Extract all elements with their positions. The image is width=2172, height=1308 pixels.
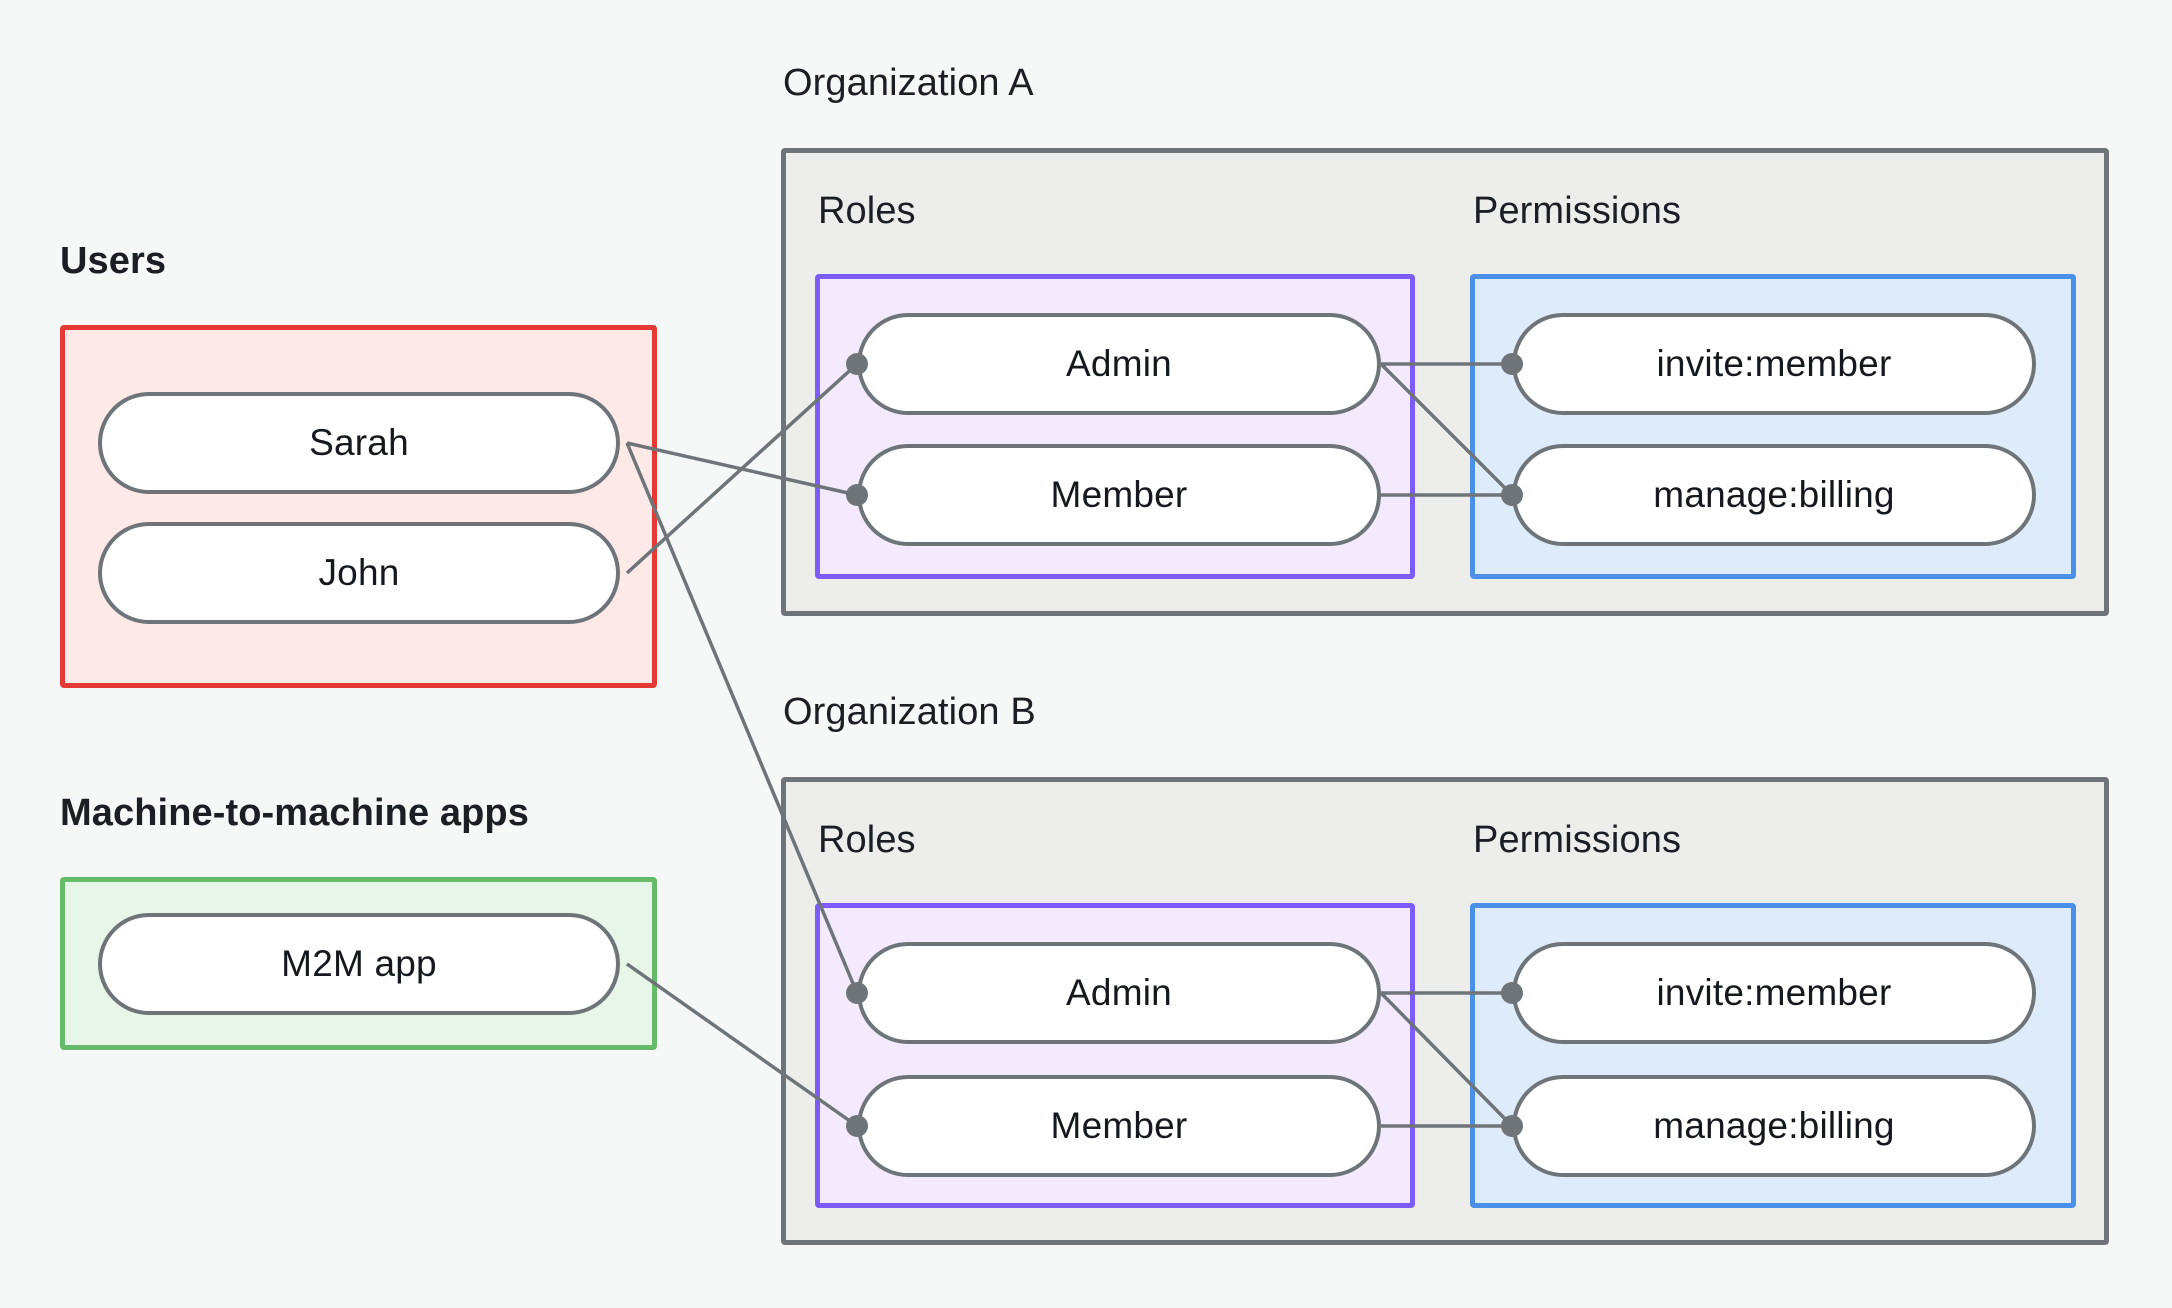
m2m-node-app[interactable]: M2M app (98, 913, 620, 1015)
org-b-permission-manage-billing[interactable]: manage:billing (1512, 1075, 2036, 1177)
org-a-label: Organization A (783, 62, 1034, 104)
org-b-roles-label: Roles (818, 819, 916, 861)
org-a-permission-invite-member[interactable]: invite:member (1512, 313, 2036, 415)
org-b-role-admin[interactable]: Admin (857, 942, 1381, 1044)
org-a-permission-manage-billing[interactable]: manage:billing (1512, 444, 2036, 546)
org-b-label: Organization B (783, 691, 1036, 733)
user-node-sarah[interactable]: Sarah (98, 392, 620, 494)
users-group-box (60, 325, 657, 688)
org-b-permission-invite-member[interactable]: invite:member (1512, 942, 2036, 1044)
users-group-label: Users (60, 240, 167, 282)
org-a-roles-label: Roles (818, 190, 916, 232)
org-a-role-member[interactable]: Member (857, 444, 1381, 546)
org-b-permissions-label: Permissions (1473, 819, 1682, 861)
org-a-permissions-label: Permissions (1473, 190, 1682, 232)
user-node-john[interactable]: John (98, 522, 620, 624)
org-a-role-admin[interactable]: Admin (857, 313, 1381, 415)
m2m-group-label: Machine-to-machine apps (60, 792, 529, 834)
org-b-role-member[interactable]: Member (857, 1075, 1381, 1177)
